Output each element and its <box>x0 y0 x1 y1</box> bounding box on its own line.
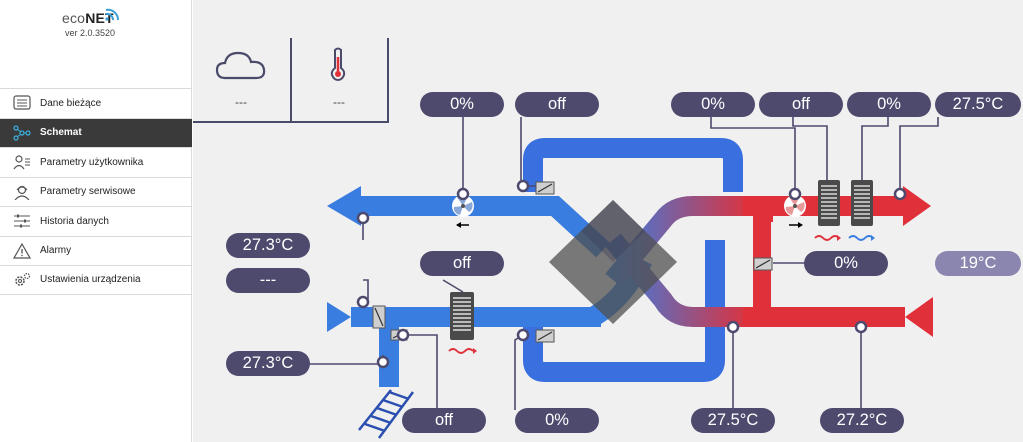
bottom-duct-loop <box>523 240 725 382</box>
intake-arrow <box>327 302 351 332</box>
heater-icon <box>818 180 840 226</box>
intake-temp[interactable]: 27.3°C <box>226 351 310 376</box>
alarm-icon <box>12 242 32 260</box>
exhaust-damper-state[interactable]: off <box>515 92 599 117</box>
ground-exchanger-state[interactable]: off <box>402 408 486 433</box>
wifi-icon <box>105 8 120 21</box>
outdoor-exhaust-temp[interactable]: 27.3°C <box>226 233 310 258</box>
preheater-state[interactable]: off <box>420 251 504 276</box>
sidebar-item-alarmy[interactable]: Alarmy <box>0 235 192 266</box>
heater-pct[interactable]: 0% <box>847 92 931 117</box>
damper-icon <box>372 305 386 329</box>
return-arrow <box>905 297 933 337</box>
weather-divider <box>290 38 292 122</box>
bypass-pct[interactable]: 0% <box>804 251 888 276</box>
sidebar-item-ustawienia-urzadzenia[interactable]: Ustawienia urządzenia <box>0 265 192 295</box>
sidebar-item-label: Dane bieżące <box>40 97 102 109</box>
version-label: ver 2.0.3520 <box>64 28 116 38</box>
sidebar-item-label: Ustawienia urządzenia <box>40 274 141 286</box>
exhaust-arrow <box>327 186 361 226</box>
recuperator-diagram <box>303 117 939 439</box>
sidebar-item-parametry-serwisowe[interactable]: Parametry serwisowe <box>0 176 192 207</box>
cloud-value: --- <box>235 95 247 109</box>
sensor-points <box>356 179 907 369</box>
damper-icon <box>535 181 555 195</box>
weather-divider <box>193 121 389 123</box>
user-params-icon <box>12 153 32 171</box>
supply-arrow <box>903 186 931 226</box>
supply-duct-cross <box>605 196 753 287</box>
sidebar-item-schemat[interactable]: Schemat <box>0 117 192 147</box>
temp-value: --- <box>333 95 345 109</box>
weather-divider <box>387 38 389 122</box>
heat-exchanger <box>549 200 677 324</box>
supply-fan-pct[interactable]: 0% <box>671 92 755 117</box>
sidebar-item-historia-danych[interactable]: Historia danych <box>0 206 192 236</box>
outdoor-extra-value[interactable]: --- <box>226 268 310 293</box>
history-icon <box>12 212 32 230</box>
exhaust-fan-pct[interactable]: 0% <box>420 92 504 117</box>
sidebar-item-label: Alarmy <box>40 245 72 257</box>
room-temp-target[interactable]: 19°C <box>935 251 1021 276</box>
weather-box: --- --- <box>193 38 389 123</box>
heating-wave-icon <box>814 235 840 241</box>
sidebar-item-label: Parametry użytkownika <box>40 156 144 168</box>
supply-damper-state[interactable]: off <box>759 92 843 117</box>
screen-icon <box>12 94 32 112</box>
bottom-damper-pct[interactable]: 0% <box>515 408 599 433</box>
preheater-wave-icon <box>448 348 474 354</box>
sidebar-item-parametry-uzytkownika[interactable]: Parametry użytkownika <box>0 147 192 177</box>
settings-icon <box>12 271 32 289</box>
ground-exchanger-icon <box>358 389 415 439</box>
return-duct-cross <box>605 233 753 327</box>
sidebar-item-dane-biezace[interactable]: Dane bieżące <box>0 88 192 118</box>
sidebar-item-label: Historia danych <box>40 215 109 227</box>
econet-logo: ecoNET ver 2.0.3520 <box>0 6 192 42</box>
cooler-icon <box>851 180 873 226</box>
sidebar-item-label: Schemat <box>40 127 82 139</box>
exhaust-duct-loop <box>523 138 743 192</box>
thermometer-icon <box>330 47 346 81</box>
sidebar-menu: Dane bieżące Schemat Parametry użytkowni… <box>0 88 192 295</box>
preheater-icon <box>450 292 474 340</box>
schema-panel: --- --- <box>193 0 1023 442</box>
exhaust-fan-icon <box>452 195 474 217</box>
damper-icon <box>753 257 773 271</box>
return-temp[interactable]: 27.2°C <box>820 408 904 433</box>
damper-icon <box>535 329 555 343</box>
sidebar: ecoNET ver 2.0.3520 Dane bieżące Schemat… <box>0 0 192 442</box>
supply-fan-icon <box>784 195 806 217</box>
extract-temp[interactable]: 27.5°C <box>691 408 775 433</box>
supply-temp[interactable]: 27.5°C <box>935 92 1021 117</box>
return-duct <box>743 307 905 327</box>
ground-duct <box>379 327 399 387</box>
schema-icon <box>12 124 32 142</box>
cloud-icon <box>215 51 266 80</box>
cooling-wave-icon <box>848 235 874 241</box>
service-icon <box>12 183 32 201</box>
sidebar-item-label: Parametry serwisowe <box>40 186 136 198</box>
